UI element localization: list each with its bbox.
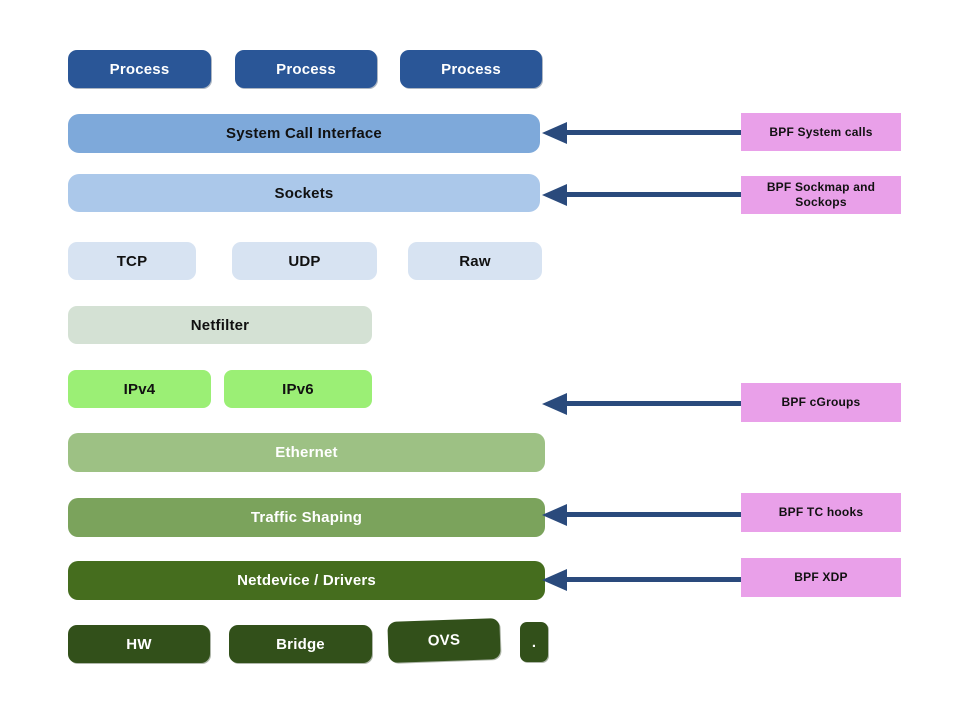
process-box-1: Process [68, 50, 211, 88]
system-call-interface-layer: System Call Interface [68, 114, 540, 153]
udp-box: UDP [232, 242, 377, 280]
netdevice-drivers-layer: Netdevice / Drivers [68, 561, 545, 600]
netfilter-layer: Netfilter [68, 306, 372, 344]
bpf-sockmap-sockops-label: BPF Sockmap and Sockops [741, 176, 901, 214]
ipv6-box: IPv6 [224, 370, 372, 408]
arrow-left-icon [542, 122, 567, 144]
process-box-3: Process [400, 50, 542, 88]
arrow-shaft [566, 577, 741, 582]
bpf-sockmap-arrow [542, 184, 741, 206]
arrow-left-icon [542, 504, 567, 526]
arrow-shaft [566, 130, 741, 135]
bpf-system-calls-arrow [542, 122, 741, 144]
bpf-cgroups-arrow [542, 393, 741, 415]
raw-box: Raw [408, 242, 542, 280]
ipv4-box: IPv4 [68, 370, 211, 408]
bpf-tc-hooks-arrow [542, 504, 741, 526]
arrow-shaft [566, 401, 741, 406]
arrow-shaft [566, 512, 741, 517]
bpf-cgroups-label: BPF cGroups [741, 383, 901, 422]
hw-box: HW [68, 625, 210, 663]
arrow-left-icon [542, 393, 567, 415]
bridge-box: Bridge [229, 625, 372, 663]
bpf-system-calls-label: BPF System calls [741, 113, 901, 151]
arrow-shaft [566, 192, 741, 197]
arrow-left-icon [542, 184, 567, 206]
sockets-layer: Sockets [68, 174, 540, 212]
arrow-left-icon [542, 569, 567, 591]
ovs-box: OVS [387, 618, 501, 663]
dot-box: . [520, 622, 548, 662]
process-box-2: Process [235, 50, 377, 88]
bpf-xdp-arrow [542, 569, 741, 591]
traffic-shaping-layer: Traffic Shaping [68, 498, 545, 537]
ethernet-layer: Ethernet [68, 433, 545, 472]
tcp-box: TCP [68, 242, 196, 280]
bpf-tc-hooks-label: BPF TC hooks [741, 493, 901, 532]
bpf-xdp-label: BPF XDP [741, 558, 901, 597]
